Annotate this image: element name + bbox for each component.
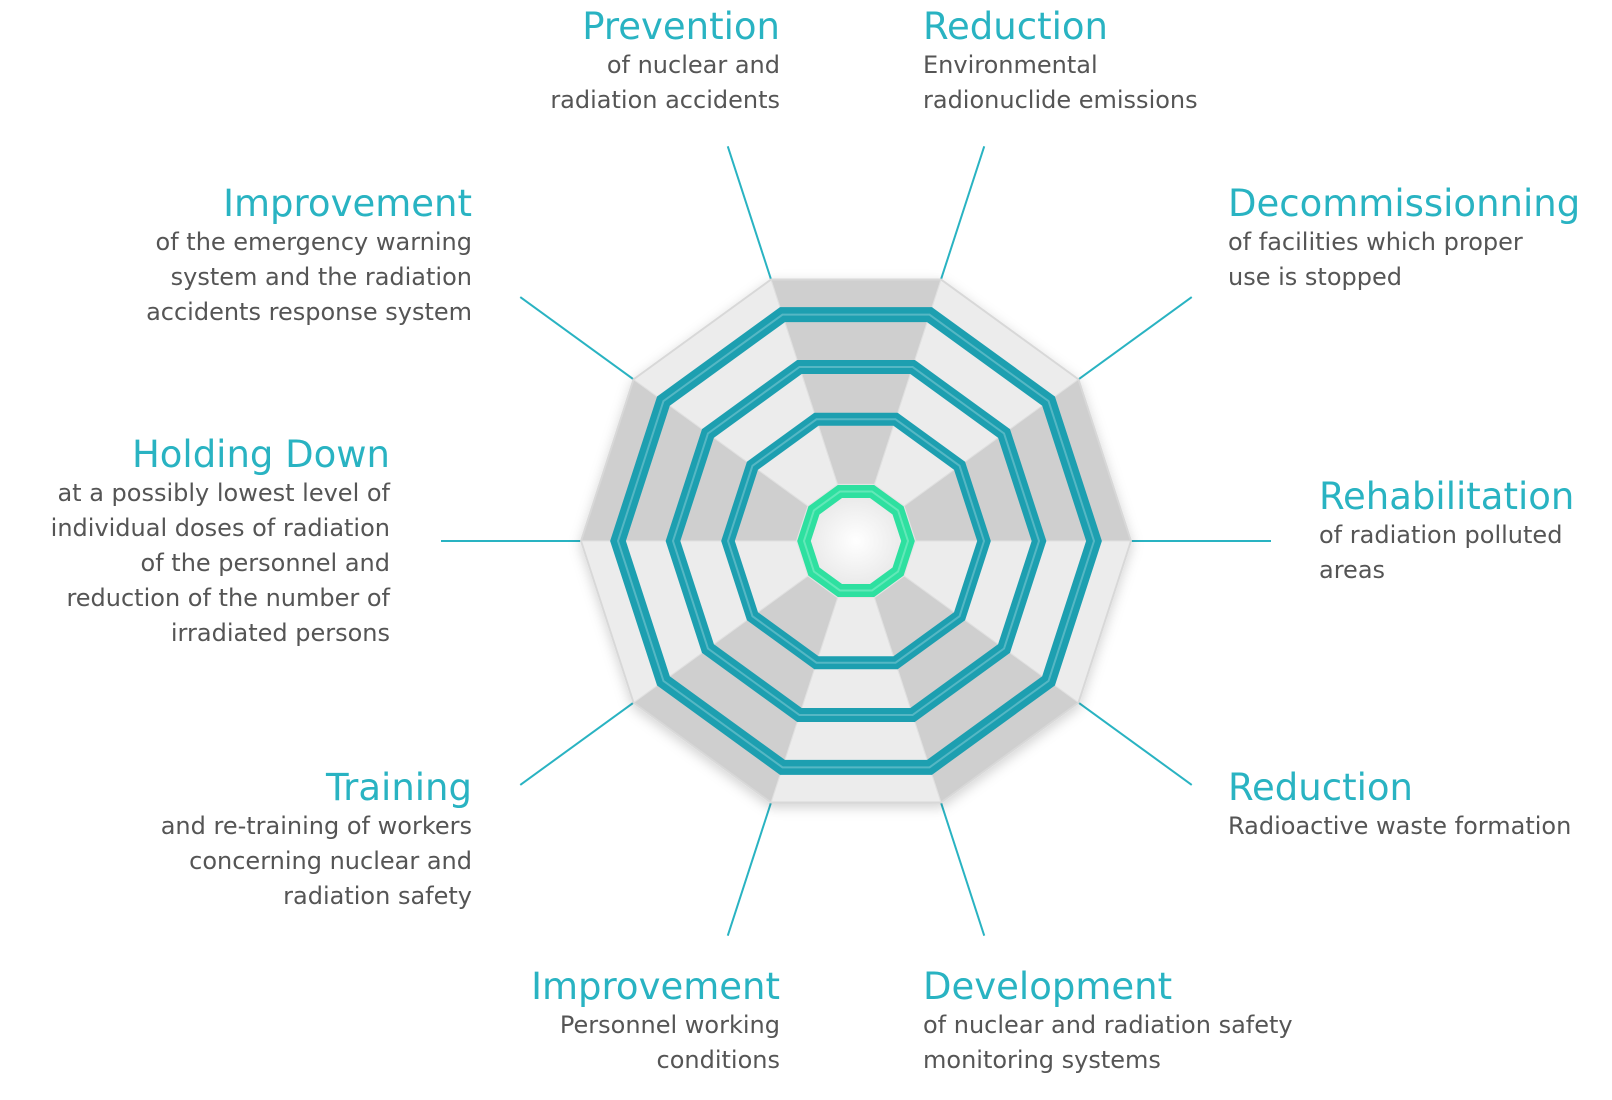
description-rehabilitation: of radiation polluted areas	[1319, 521, 1563, 584]
concentric-ring	[797, 485, 915, 597]
connector-line	[519, 296, 639, 384]
label-improvement-working: Improvement Personnel working conditions	[531, 966, 780, 1078]
description-prevention: of nuclear and radiation accidents	[550, 51, 780, 114]
connector-line	[1073, 698, 1193, 786]
heading-improvement-working: Improvement	[531, 965, 780, 1008]
description-reduction-waste: Radioactive waste formation	[1228, 812, 1572, 840]
concentric-ring	[721, 412, 991, 670]
heading-development: Development	[923, 965, 1173, 1008]
label-holding-down: Holding Down at a possibly lowest level …	[51, 434, 390, 651]
ring-highlight	[671, 365, 1041, 717]
description-decommissioning: of facilities which proper use is stoppe…	[1228, 228, 1523, 291]
label-rehabilitation: Rehabilitation of radiation polluted are…	[1319, 476, 1574, 588]
connector-line	[726, 146, 774, 285]
connector-line	[519, 698, 639, 786]
concentric-rings	[610, 307, 1102, 775]
description-training: and re-training of workers concerning nu…	[160, 812, 472, 910]
heading-decommissioning: Decommissionning	[1228, 182, 1581, 225]
connector-line	[938, 146, 986, 285]
label-prevention: Prevention of nuclear and radiation acci…	[550, 6, 780, 118]
description-improvement-working: Personnel working conditions	[559, 1011, 780, 1074]
hub-center	[796, 483, 916, 599]
heading-prevention: Prevention	[582, 5, 780, 48]
label-training: Training and re-training of workers conc…	[161, 767, 472, 914]
description-improvement-warning: of the emergency warning system and the …	[146, 228, 472, 326]
label-decommissioning: Decommissionning of facilities which pro…	[1228, 183, 1580, 295]
ring-highlight	[726, 418, 986, 664]
heading-improvement-warning: Improvement	[223, 182, 472, 225]
connector-lines	[441, 146, 1271, 936]
label-reduction-waste: Reduction Radioactive waste formation	[1228, 767, 1571, 844]
description-holding-down: at a possibly lowest level of individual…	[50, 479, 390, 647]
ring-highlight	[616, 313, 1096, 769]
heading-training: Training	[326, 766, 472, 809]
concentric-ring	[610, 307, 1102, 775]
description-development: of nuclear and radiation safety monitori…	[923, 1011, 1293, 1074]
connector-line	[938, 797, 986, 936]
heading-reduction-emissions: Reduction	[923, 5, 1108, 48]
heading-reduction-waste: Reduction	[1228, 766, 1413, 809]
concentric-ring	[665, 359, 1047, 723]
label-improvement-warning: Improvement of the emergency warning sys…	[146, 183, 472, 330]
ring-highlight	[802, 490, 910, 592]
connector-line	[1073, 296, 1193, 384]
label-development: Development of nuclear and radiation saf…	[923, 966, 1293, 1078]
heading-holding-down: Holding Down	[131, 433, 390, 476]
decagon-outline	[579, 278, 1133, 804]
connector-line	[726, 797, 774, 936]
heading-rehabilitation: Rehabilitation	[1319, 475, 1575, 518]
label-reduction-emissions: Reduction Environmental radionuclide emi…	[923, 6, 1198, 118]
description-reduction-emissions: Environmental radionuclide emissions	[923, 51, 1198, 114]
